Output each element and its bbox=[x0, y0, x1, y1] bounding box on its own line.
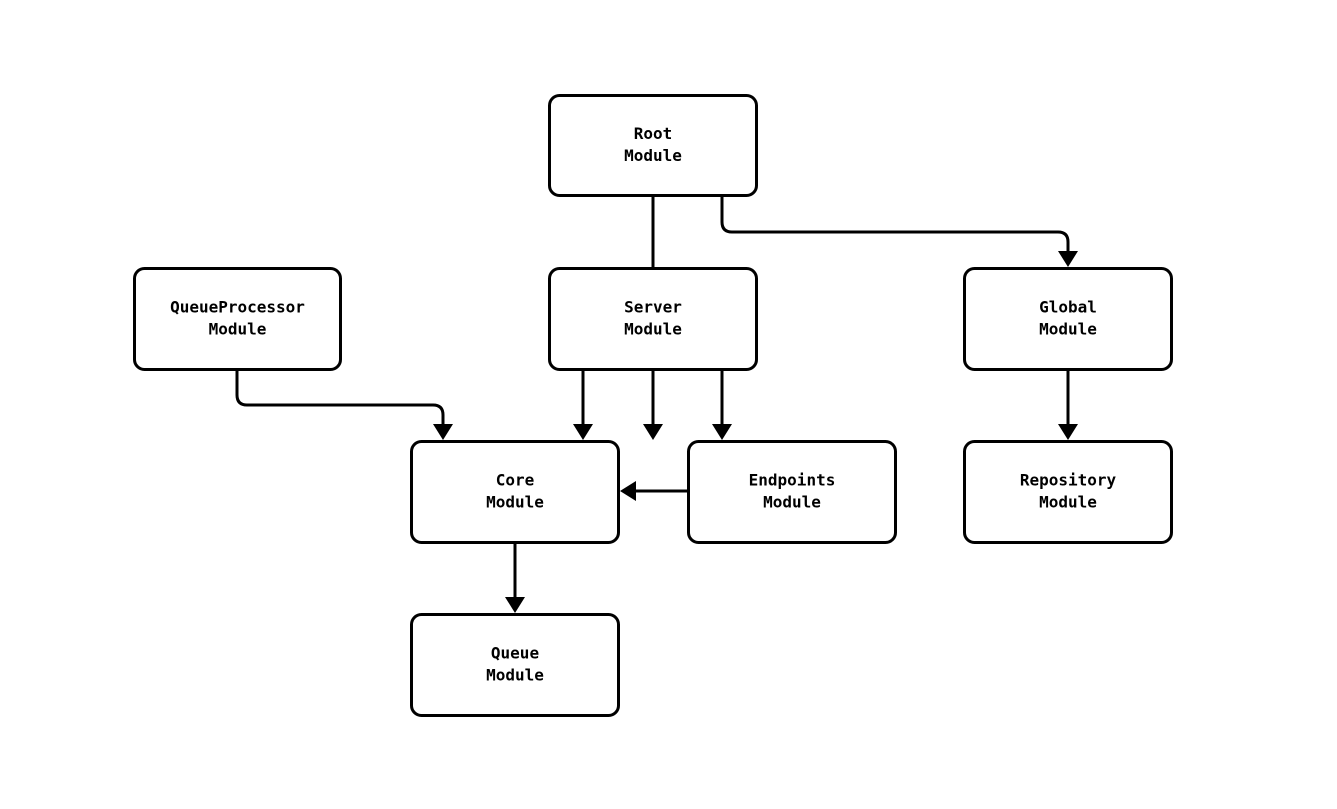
global-module-node-box[interactable] bbox=[963, 267, 1173, 371]
queueprocessor-module-node-label-line-2: Module bbox=[209, 320, 267, 339]
edge-global-to-repository bbox=[1058, 371, 1078, 440]
queueprocessor-module-node-label-line-1: QueueProcessor bbox=[170, 298, 305, 317]
global-module-node-label-line-2: Module bbox=[1039, 320, 1097, 339]
server-module-node-label-line-2: Module bbox=[624, 320, 682, 339]
global-module-node-label-line-1: Global bbox=[1039, 298, 1097, 317]
repository-module-node-label-line-1: Repository bbox=[1020, 471, 1117, 490]
edges-layer bbox=[235, 197, 1078, 613]
nodes-layer: RootModuleQueueProcessorModuleServerModu… bbox=[133, 94, 1173, 717]
queue-module-node-label-line-2: Module bbox=[486, 666, 544, 685]
root-module-node-label-line-1: Root bbox=[634, 124, 673, 143]
repository-module-node-box[interactable] bbox=[963, 440, 1173, 544]
endpoints-module-node-label-line-1: Endpoints bbox=[749, 471, 836, 490]
edge-root-to-global-line bbox=[720, 197, 1070, 251]
edge-root-to-global bbox=[720, 197, 1078, 267]
server-module-node-box[interactable] bbox=[548, 267, 758, 371]
core-module-node-box[interactable] bbox=[410, 440, 620, 544]
edge-queueprocessor-to-core-arrowhead bbox=[433, 424, 453, 440]
edge-core-to-queue-arrowhead bbox=[505, 597, 525, 613]
repository-module-node-label-line-2: Module bbox=[1039, 493, 1097, 512]
server-module-node-label-line-1: Server bbox=[624, 298, 682, 317]
endpoints-module-node-label-line-2: Module bbox=[763, 493, 821, 512]
endpoints-module-node-box[interactable] bbox=[687, 440, 897, 544]
edge-endpoints-to-core bbox=[620, 481, 687, 501]
root-module-node-box[interactable] bbox=[548, 94, 758, 197]
edge-server-to-endpoints bbox=[712, 371, 732, 440]
edge-server-to-core-arrowhead bbox=[573, 424, 593, 440]
edge-root-to-global-arrowhead bbox=[1058, 251, 1078, 267]
queueprocessor-module-node-box[interactable] bbox=[133, 267, 342, 371]
queue-module-node-label-line-1: Queue bbox=[491, 644, 539, 663]
edge-endpoints-to-core-arrowhead bbox=[620, 481, 636, 501]
core-module-node-label-line-2: Module bbox=[486, 493, 544, 512]
edge-queueprocessor-to-core bbox=[235, 371, 453, 440]
edge-queueprocessor-to-core-line bbox=[235, 371, 445, 424]
queue-module-node-box[interactable] bbox=[410, 613, 620, 717]
edge-server-to-core bbox=[573, 371, 593, 440]
edge-global-to-repository-arrowhead bbox=[1058, 424, 1078, 440]
edge-root-to-server-arrowhead bbox=[643, 424, 663, 440]
root-module-node-label-line-2: Module bbox=[624, 146, 682, 165]
edge-server-to-endpoints-arrowhead bbox=[712, 424, 732, 440]
edge-core-to-queue bbox=[505, 544, 525, 613]
core-module-node-label-line-1: Core bbox=[496, 471, 535, 490]
